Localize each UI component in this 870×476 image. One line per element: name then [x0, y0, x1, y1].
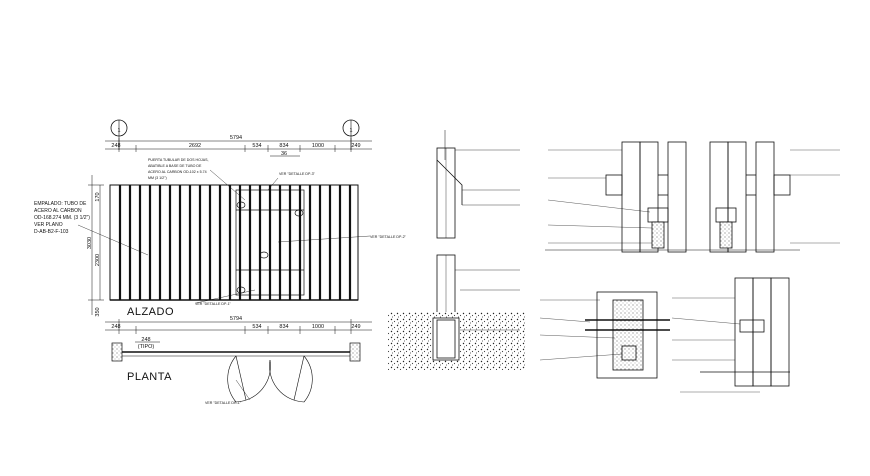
svg-text:D-AB-B2-F-103: D-AB-B2-F-103	[34, 229, 69, 235]
section-detail	[388, 130, 526, 370]
plan-dim-sub2: (TIPO)	[138, 344, 155, 350]
title-planta: PLANTA	[127, 371, 172, 383]
gate-bars	[118, 185, 352, 300]
svg-text:1: 1	[349, 128, 352, 134]
callout-dr1: VER "DETALLE DR-1"	[205, 401, 242, 405]
dim-top-2: 2692	[189, 143, 201, 149]
hinge-detail-bottom	[539, 277, 790, 393]
svg-text:ABATIBLE A BASE DE TUBO DE: ABATIBLE A BASE DE TUBO DE	[148, 164, 202, 168]
dim-left-1: 170	[95, 192, 101, 201]
svg-text:MM (3 1/2"): MM (3 1/2")	[148, 176, 167, 180]
hinge-detail-top	[545, 141, 840, 253]
dim-top-4: 834	[279, 143, 288, 149]
svg-text:VER PLANO: VER PLANO	[34, 222, 63, 228]
plan-dim-1: 248	[111, 324, 120, 330]
dim-top-3: 534	[252, 143, 261, 149]
plan-dim-4: 1000	[312, 324, 324, 330]
svg-text:EMPALADO: TUBO DE: EMPALADO: TUBO DE	[34, 201, 87, 207]
left-dimensions	[88, 175, 104, 315]
dim-inner: 36	[281, 151, 287, 157]
elevation-view: 1 1 5794 248 2692 534 834 1000 249 36	[34, 119, 407, 318]
title-alzado: ALZADO	[127, 306, 174, 318]
dim-top-5: 1000	[312, 143, 324, 149]
dim-overall: 5794	[230, 135, 242, 141]
door-leaves	[235, 189, 305, 296]
plan-dim-overall: 5794	[230, 316, 242, 322]
note-left: EMPALADO: TUBO DE ACERO AL CARBON OD-168…	[34, 201, 90, 235]
plan-dim-2: 534	[252, 324, 261, 330]
plan-post-right	[349, 342, 361, 362]
svg-text:ACERO AL CARBON OD-102 x 5.74: ACERO AL CARBON OD-102 x 5.74	[148, 170, 207, 174]
dim-left-3: 2300	[95, 254, 101, 266]
dim-top-1: 248	[111, 143, 120, 149]
dim-top-6: 249	[351, 143, 360, 149]
dim-left-4: 350	[95, 307, 101, 316]
plan-dimensions	[105, 319, 372, 343]
callout-dp2: VER "DETALLE DP-2"	[370, 235, 407, 239]
plan-view: 5794 248 534 834 1000 249 248 (TIPO) PLA…	[105, 316, 372, 405]
plan-dim-5: 249	[351, 324, 360, 330]
callout-dp1: VER "DETALLE DP-1"	[195, 302, 232, 306]
plan-dim-3: 834	[279, 324, 288, 330]
top-dimensions	[105, 138, 372, 157]
dim-left-2: 3030	[87, 237, 93, 249]
plan-dim-sub: 248	[141, 337, 150, 343]
svg-text:ACERO AL CARBON: ACERO AL CARBON	[34, 208, 82, 214]
leader-lines	[77, 169, 371, 304]
plan-post-left	[111, 342, 123, 362]
svg-text:1: 1	[117, 128, 120, 134]
svg-text:PUERTA TUBULAR DE DOS HOJAS,: PUERTA TUBULAR DE DOS HOJAS,	[148, 158, 209, 162]
note-top: PUERTA TUBULAR DE DOS HOJAS, ABATIBLE A …	[148, 158, 209, 180]
callout-dp3: VER "DETALLE DP-3"	[279, 172, 316, 176]
door-swing	[227, 355, 313, 403]
svg-text:OD-168.274 MM. (3 1/2"): OD-168.274 MM. (3 1/2")	[34, 215, 90, 221]
